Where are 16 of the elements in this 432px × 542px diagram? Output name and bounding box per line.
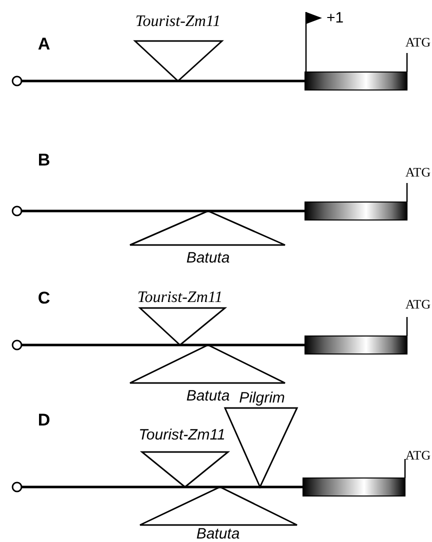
element-label: Tourist-Zm11 (138, 428, 226, 442)
panel-letter: A (38, 36, 50, 52)
element-label: Batuta (186, 388, 230, 404)
panel-letter: C (38, 290, 50, 306)
element-label: Batuta (196, 526, 240, 542)
codon-label: ATG (405, 166, 431, 178)
panel-letter: B (38, 152, 50, 168)
codon-label: ATG (405, 298, 431, 310)
element-label: Pilgrim (239, 390, 285, 406)
element-label: Tourist-Zm11 (137, 290, 223, 306)
position-label: +1 (326, 10, 344, 26)
codon-label: ATG (405, 36, 431, 48)
codon-label: ATG (405, 448, 431, 462)
element-label: Tourist-Zm11 (135, 14, 221, 30)
panel-letter: D (38, 412, 50, 428)
element-label: Batuta (186, 250, 230, 266)
